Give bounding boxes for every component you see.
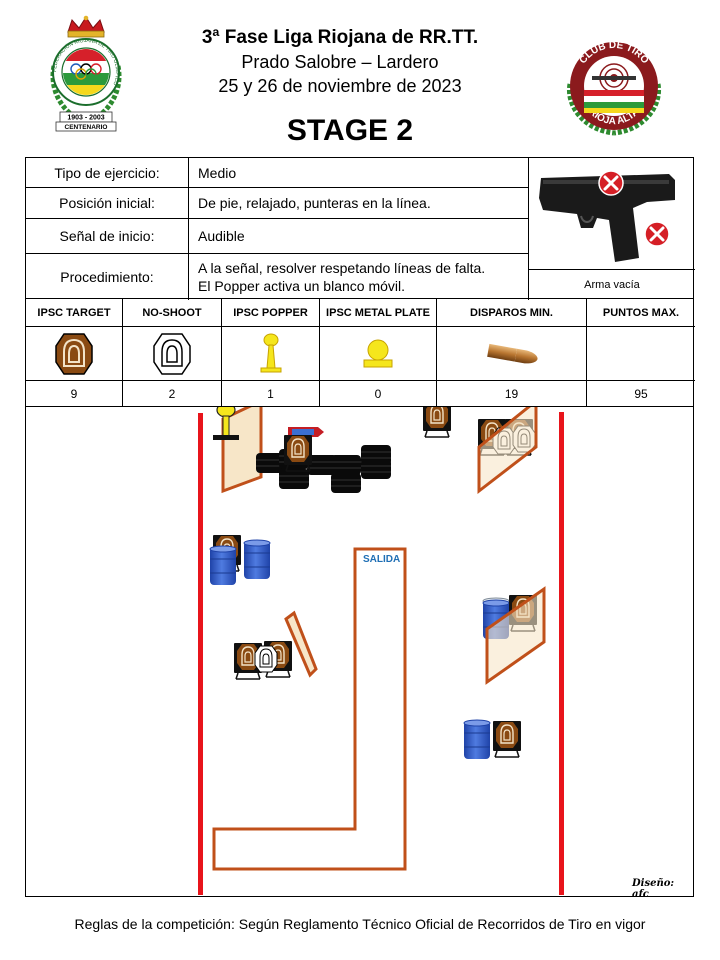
federation-years: 1903 - 2003 bbox=[67, 115, 104, 122]
procedure-line: El Popper activa un blanco móvil. bbox=[198, 278, 405, 294]
no-magazine-icon bbox=[598, 170, 624, 196]
event-location: Prado Salobre – Lardero bbox=[241, 52, 439, 72]
stage-diagram: SALIDA Diseño: afc bbox=[25, 407, 694, 897]
page-header: FEDERACIÓN RIOJANA DE TIRO OLÍMPICO 1903… bbox=[0, 0, 720, 155]
procedure-line: A la señal, resolver respetando líneas d… bbox=[198, 260, 486, 276]
info-row-position: Posición inicial: De pie, relajado, punt… bbox=[26, 188, 528, 219]
col-header: NO-SHOOT bbox=[123, 299, 221, 327]
count-value: 9 bbox=[70, 387, 78, 401]
info-value: De pie, relajado, punteras en la línea. bbox=[198, 195, 431, 211]
bullet-icon bbox=[486, 343, 538, 363]
count-value: 1 bbox=[267, 387, 274, 401]
info-label: Procedimiento: bbox=[26, 254, 189, 300]
event-title: 3ª Fase Liga Riojana de RR.TT. bbox=[201, 27, 479, 48]
ipsc-target-icon bbox=[55, 332, 93, 375]
fault-line-left bbox=[198, 413, 203, 895]
info-value: Audible bbox=[198, 228, 245, 244]
col-min-shots: DISPAROS MIN. 19 bbox=[437, 299, 587, 407]
stage-title: STAGE 2 bbox=[286, 114, 414, 147]
col-popper: IPSC POPPER 1 bbox=[222, 299, 320, 407]
federation-logo-icon: FEDERACIÓN RIOJANA DE TIRO OLÍMPICO 1903… bbox=[50, 15, 122, 132]
fault-line-right bbox=[559, 412, 564, 895]
info-label: Posición inicial: bbox=[26, 188, 189, 218]
col-ipsc-target: IPSC TARGET 9 bbox=[26, 299, 123, 407]
col-no-shoot: NO-SHOOT 2 bbox=[123, 299, 222, 407]
gun-caption: Arma vacía bbox=[528, 270, 695, 300]
count-value: 0 bbox=[374, 387, 382, 401]
count-value: 2 bbox=[168, 387, 176, 401]
info-row-signal: Señal de inicio: Audible bbox=[26, 219, 528, 254]
col-header: IPSC METAL PLATE bbox=[320, 299, 436, 327]
info-row-type: Tipo de ejercicio: Medio bbox=[26, 158, 528, 188]
col-header: PUNTOS MAX. bbox=[587, 299, 695, 327]
event-dates: 25 y 26 de noviembre de 2023 bbox=[218, 76, 462, 96]
footer-rules: Reglas de la competición: Según Reglamen… bbox=[74, 916, 646, 932]
start-position-label: SALIDA bbox=[363, 554, 401, 565]
moving-target-sign-icon bbox=[288, 427, 324, 437]
diagram-popper-icon bbox=[213, 407, 239, 440]
pistol-icon bbox=[539, 170, 675, 262]
popper-icon bbox=[260, 333, 281, 372]
col-max-points: PUNTOS MAX. 95 bbox=[587, 299, 695, 407]
col-header: IPSC POPPER bbox=[222, 299, 319, 327]
col-header: IPSC TARGET bbox=[26, 299, 122, 327]
targets-table: IPSC TARGET 9 NO-SHOOT 2 IPSC POPPER bbox=[25, 299, 695, 407]
metal-plate-icon bbox=[363, 339, 393, 367]
info-label: Señal de inicio: bbox=[26, 219, 189, 253]
col-header: DISPAROS MIN. bbox=[437, 299, 586, 327]
title-block: 3ª Fase Liga Riojana de RR.TT. Prado Sal… bbox=[150, 26, 530, 98]
count-value: 95 bbox=[634, 387, 648, 401]
info-value: Medio bbox=[198, 164, 237, 181]
no-round-chambered-icon bbox=[644, 221, 670, 247]
stage-info-table: Tipo de ejercicio: Medio Posición inicia… bbox=[25, 157, 695, 300]
federation-ribbon: CENTENARIO bbox=[65, 124, 108, 131]
col-metal-plate: IPSC METAL PLATE 0 bbox=[320, 299, 437, 407]
stage-layout-icon bbox=[198, 407, 564, 895]
gun-cell bbox=[528, 158, 695, 270]
club-logo-icon: CLUB DE TIRO RIOJA ALTA bbox=[566, 40, 662, 136]
info-value: A la señal, resolver respetando líneas d… bbox=[189, 254, 528, 300]
count-value: 19 bbox=[504, 387, 519, 401]
designer-signature: Diseño: afc bbox=[632, 878, 675, 897]
info-label: Tipo de ejercicio: bbox=[26, 158, 189, 187]
no-shoot-icon bbox=[153, 332, 191, 375]
info-row-procedure: Procedimiento: A la señal, resolver resp… bbox=[26, 254, 528, 300]
